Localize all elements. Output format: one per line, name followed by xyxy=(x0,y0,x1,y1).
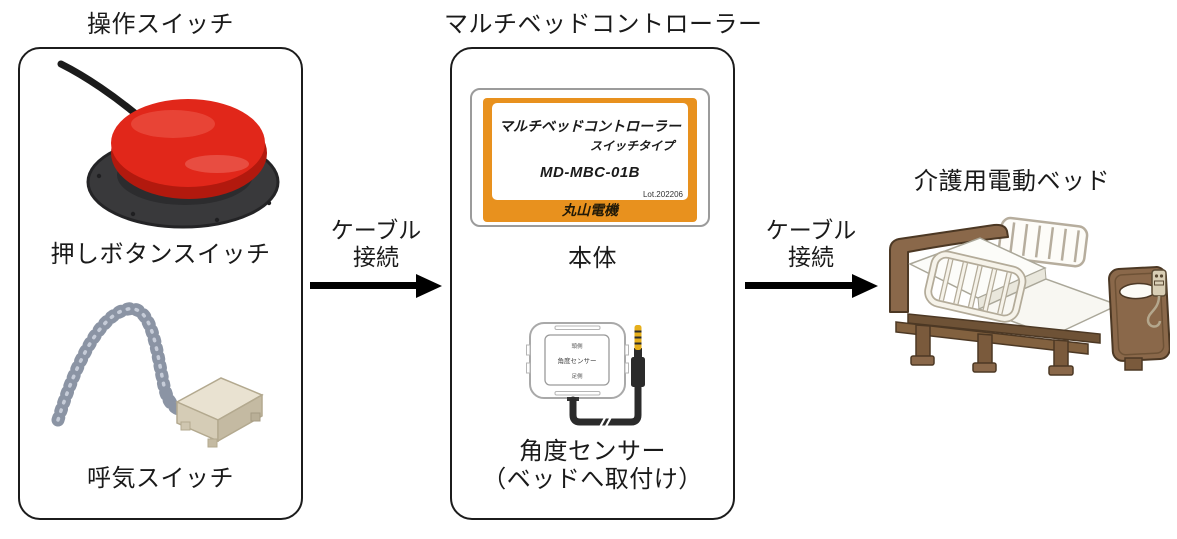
bed-headboard xyxy=(889,223,1009,313)
bed-frame xyxy=(907,313,1101,344)
main-unit-label: 本体 xyxy=(568,245,617,272)
cable-connection-text-right: ケーブル 接続 xyxy=(765,217,857,270)
electric-bed-image xyxy=(889,216,1170,376)
cable-connection-text-left: ケーブル 接続 xyxy=(330,217,422,270)
breath-switch-label: 呼気スイッチ xyxy=(87,465,234,492)
product-label-panel: マルチベッドコントローラー スイッチタイプ MD-MBC-01B Lot.202… xyxy=(492,103,688,200)
product-type: スイッチタイプ xyxy=(589,139,674,153)
switch-cable xyxy=(57,60,147,124)
controller-main-unit-image: マルチベッドコントローラー スイッチタイプ MD-MBC-01B Lot.202… xyxy=(470,88,710,227)
angle-sensor-image: 頭側 角度センサー 足側 xyxy=(526,322,645,429)
product-lot: Lot.202206 xyxy=(642,190,683,199)
bed-remote-control xyxy=(1146,269,1167,328)
arrow-left-head xyxy=(416,274,442,298)
product-name: マルチベッドコントローラー xyxy=(499,118,681,134)
controller-title: マルチベッドコントローラー xyxy=(444,11,763,38)
sensor-label xyxy=(544,334,610,386)
product-label: マルチベッドコントローラー スイッチタイプ MD-MBC-01B Lot.202… xyxy=(483,98,697,222)
cable-break-mark xyxy=(599,415,612,429)
bed-near-side-rail xyxy=(924,250,1027,323)
sensor-cable xyxy=(569,383,642,426)
angle-sensor-label-line1: 角度センサー xyxy=(519,438,666,465)
remote-cable xyxy=(1146,295,1162,328)
sensor-head-side-text: 頭側 xyxy=(571,342,583,350)
product-maker: 丸山電機 xyxy=(562,202,618,218)
sensor-name-text: 角度センサー xyxy=(558,356,597,365)
arrow-left-shaft xyxy=(310,282,418,289)
product-model: MD-MBC-01B xyxy=(540,164,640,181)
bed-title: 介護用電動ベッド xyxy=(914,168,1110,195)
arrow-right-shaft xyxy=(745,282,854,289)
audio-plug-body xyxy=(631,357,645,387)
breath-switch-image xyxy=(51,302,264,448)
push-button-switch-image xyxy=(57,60,280,229)
angle-sensor-label-line2: （ベッドへ取付け） xyxy=(482,466,703,493)
switch-body-side xyxy=(217,393,263,443)
arrow-right-head xyxy=(852,274,878,298)
push-button-switch-label: 押しボタンスイッチ xyxy=(50,241,271,268)
sensor-foot-side-text: 足側 xyxy=(571,372,583,380)
operation-switch-title: 操作スイッチ xyxy=(87,11,234,38)
